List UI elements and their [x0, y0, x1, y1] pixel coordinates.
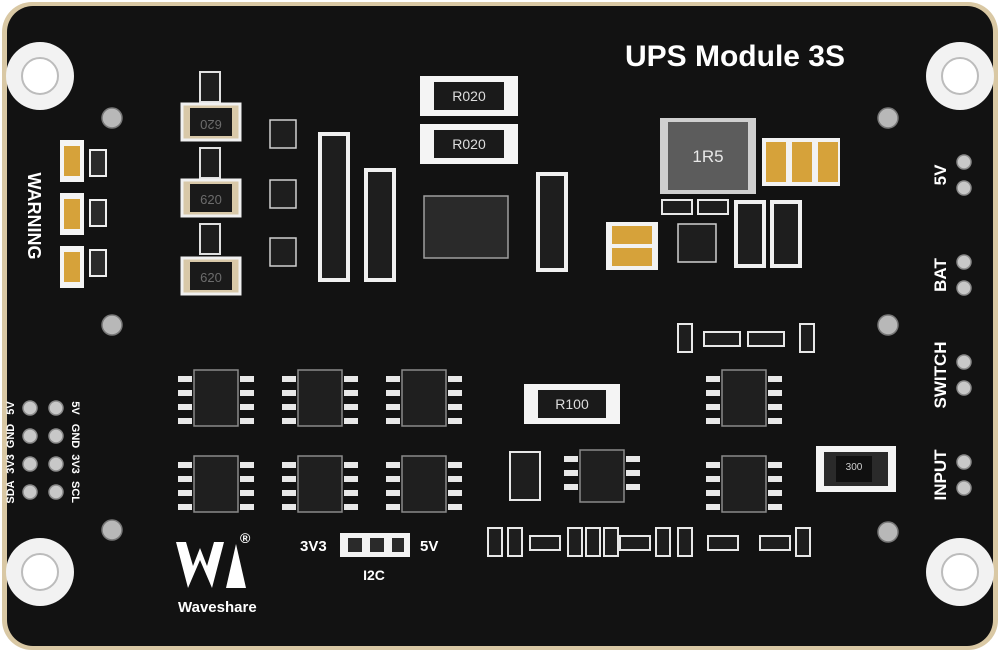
mounting-holes — [6, 42, 994, 606]
left-header-right-3v3: 3V3 — [69, 454, 81, 474]
mosfet-grid — [193, 369, 767, 513]
shunt-resistors: R020 R020 — [420, 76, 518, 164]
diode-mark-2: 620 — [200, 192, 222, 207]
input-resistor: 300 — [816, 446, 896, 492]
left-header-left-sda: SDA — [5, 480, 17, 503]
right-header-pins — [956, 154, 972, 496]
left-header-left-5v: 5V — [5, 401, 17, 415]
waveshare-logo — [176, 542, 246, 588]
screw-heads — [101, 107, 899, 543]
i2c-jumper-left-label: 3V3 — [300, 538, 327, 555]
switch-transistors — [677, 323, 815, 353]
current-resistor: R100 — [524, 384, 620, 424]
i2c-jumper-right-label: 5V — [420, 538, 438, 555]
i2c-jumper — [340, 533, 410, 557]
left-header-right-scl: SCL — [69, 481, 81, 503]
left-header-pins — [22, 400, 64, 500]
header-label-5v: 5V — [931, 164, 950, 185]
diode-mark-3: 620 — [200, 270, 222, 285]
shunt-resistor-bottom-label: R020 — [452, 136, 486, 152]
input-resistor-label: 300 — [846, 462, 863, 473]
current-resistor-label: R100 — [555, 396, 589, 412]
mosfet-pins — [178, 376, 782, 510]
controller-ic — [423, 195, 509, 259]
inductor-label: 1R5 — [692, 147, 723, 166]
left-header-left-gnd: GND — [5, 424, 17, 449]
resistor-strip-top — [661, 199, 729, 215]
inductor: 1R5 — [660, 118, 756, 194]
warning-label: WARNING — [24, 173, 44, 260]
header-label-input: INPUT — [931, 449, 950, 501]
left-header-right-gnd: GND — [69, 424, 81, 449]
registered-mark: ® — [240, 530, 251, 546]
brand-name: Waveshare — [178, 599, 257, 616]
diodes-left: 620 620 620 — [180, 71, 242, 296]
left-header-left-3v3: 3V3 — [5, 454, 17, 474]
i2c-label: I2C — [363, 567, 385, 583]
bottom-row-parts — [487, 451, 811, 557]
board-title: UPS Module 3S — [625, 40, 845, 73]
warning-leds — [60, 140, 107, 288]
capacitors — [606, 138, 840, 270]
left-header-right-5v: 5V — [69, 401, 81, 415]
small-ics — [269, 119, 297, 267]
header-label-switch: SWITCH — [931, 341, 950, 408]
shunt-resistor-top-label: R020 — [452, 88, 486, 104]
header-label-bat: BAT — [931, 258, 950, 292]
diode-mark-1: 620 — [200, 117, 222, 132]
resistor-arrays — [318, 132, 802, 282]
